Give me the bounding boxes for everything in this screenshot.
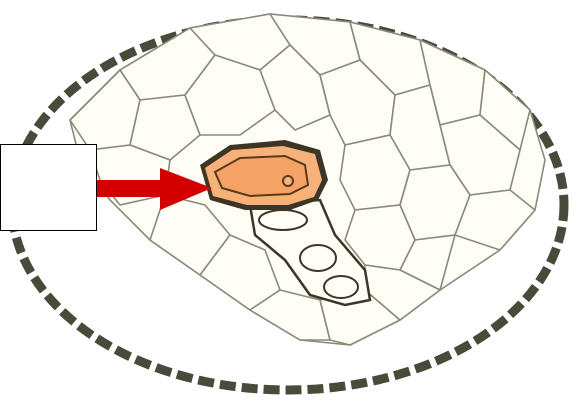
axial-cell-upper [259, 210, 307, 230]
label-box [0, 144, 97, 231]
axial-cell-middle [300, 245, 336, 271]
nucleus [283, 176, 293, 186]
axial-cell-lower [324, 276, 358, 298]
arrow-shaft [97, 180, 167, 197]
